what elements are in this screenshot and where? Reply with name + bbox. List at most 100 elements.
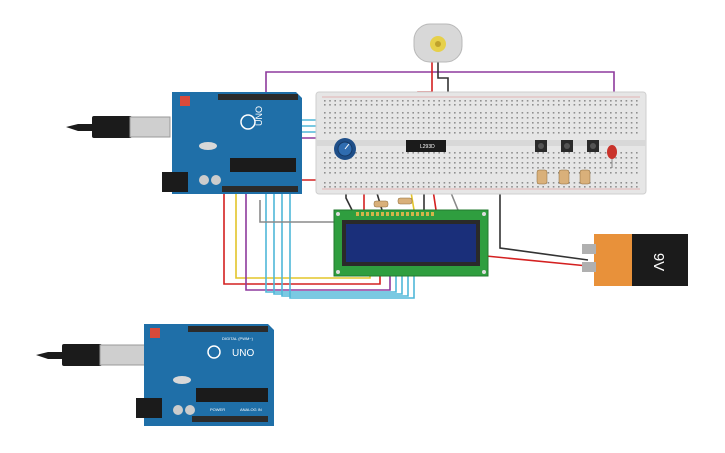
breadboard-hole [594,112,596,114]
breadboard-hole [428,172,430,174]
breadboard-hole [604,112,607,114]
breadboard-hole [604,152,607,154]
battery-orange-part [594,234,634,286]
breadboard-hole [391,186,394,188]
breadboard-hole [344,100,347,102]
breadboard-hole [563,112,565,114]
breadboard-hole [594,122,596,124]
breadboard-hole [500,117,503,119]
breadboard-hole [506,132,508,134]
breadboard-hole [381,157,383,159]
lcd-pin [406,212,409,216]
breadboard-hole [625,117,628,119]
breadboard-hole [474,132,477,134]
breadboard-hole [526,186,529,188]
breadboard-hole [381,162,383,164]
breadboard-hole [599,167,602,169]
breadboard-hole [474,112,477,114]
breadboard-hole [454,122,456,124]
breadboard-hole [474,127,477,129]
arduino-top-reset[interactable] [180,96,190,106]
breadboard-hole [485,122,487,124]
breadboard-hole [578,182,581,184]
breadboard-hole [396,117,399,119]
breadboard-hole [480,122,482,124]
breadboard-hole [324,132,326,134]
breadboard-hole [521,157,524,159]
breadboard-hole [396,112,399,114]
breadboard-hole [334,127,336,129]
breadboard-hole [459,182,461,184]
breadboard-hole [459,152,461,154]
breadboard-hole [604,167,607,169]
breadboard-hole [386,182,388,184]
breadboard-hole [521,100,524,102]
breadboard-hole [511,127,513,129]
breadboard-hole [469,104,472,106]
breadboard-hole [443,182,446,184]
breadboard-hole [500,182,503,184]
breadboard-hole [417,122,420,124]
breadboard-hole [370,167,373,169]
breadboard-hole [391,182,394,184]
breadboard-hole [495,186,498,188]
breadboard-hole [365,152,368,154]
breadboard-hole [599,152,602,154]
breadboard-hole [500,186,503,188]
breadboard-hole [526,112,529,114]
breadboard-hole [630,100,633,102]
breadboard-hole [402,112,404,114]
breadboard-hole [620,157,622,159]
breadboard-hole [604,127,607,129]
battery-terminal-bottom [582,262,596,272]
breadboard-hole [636,104,638,106]
breadboard-hole [547,127,550,129]
breadboard-hole [594,132,596,134]
breadboard-hole [474,122,477,124]
breadboard-hole [620,127,622,129]
breadboard-hole [594,162,596,164]
breadboard-hole [329,182,331,184]
breadboard-hole [521,152,524,154]
breadboard-hole [578,152,581,154]
breadboard-hole [422,122,425,124]
breadboard-hole [443,127,446,129]
breadboard-hole [500,157,503,159]
wire-purple-top [265,71,615,100]
breadboard-hole [500,104,503,106]
breadboard-hole [464,100,466,102]
breadboard-hole [485,127,487,129]
breadboard-hole [386,186,388,188]
breadboard-hole [329,122,331,124]
breadboard-hole [350,117,352,119]
breadboard-hole [402,167,404,169]
breadboard-hole [355,117,357,119]
breadboard-hole [542,157,544,159]
breadboard-hole [381,127,383,129]
lcd-pins [356,212,434,216]
breadboard-hole [360,122,362,124]
breadboard-hole [454,117,456,119]
breadboard-hole [422,162,425,164]
arduino-bottom-reset[interactable] [150,328,160,338]
usb-plug-bottom [62,344,102,366]
breadboard-hole [516,152,518,154]
breadboard-hole [396,182,399,184]
battery-black-part [632,234,688,286]
breadboard-hole [480,112,482,114]
breadboard-hole [386,122,388,124]
breadboard-hole [578,117,581,119]
breadboard-hole [448,117,451,119]
breadboard-hole [428,100,430,102]
battery-9v: 9V [582,234,688,286]
breadboard-hole [365,162,368,164]
breadboard-hole [594,127,596,129]
breadboard-hole [532,182,534,184]
breadboard-hole [537,186,539,188]
breadboard-hole [589,157,591,159]
breadboard-hole [365,186,368,188]
breadboard-hole [329,100,331,102]
breadboard-hole [433,127,435,129]
breadboard-hole [433,167,435,169]
breadboard-hole [433,112,435,114]
